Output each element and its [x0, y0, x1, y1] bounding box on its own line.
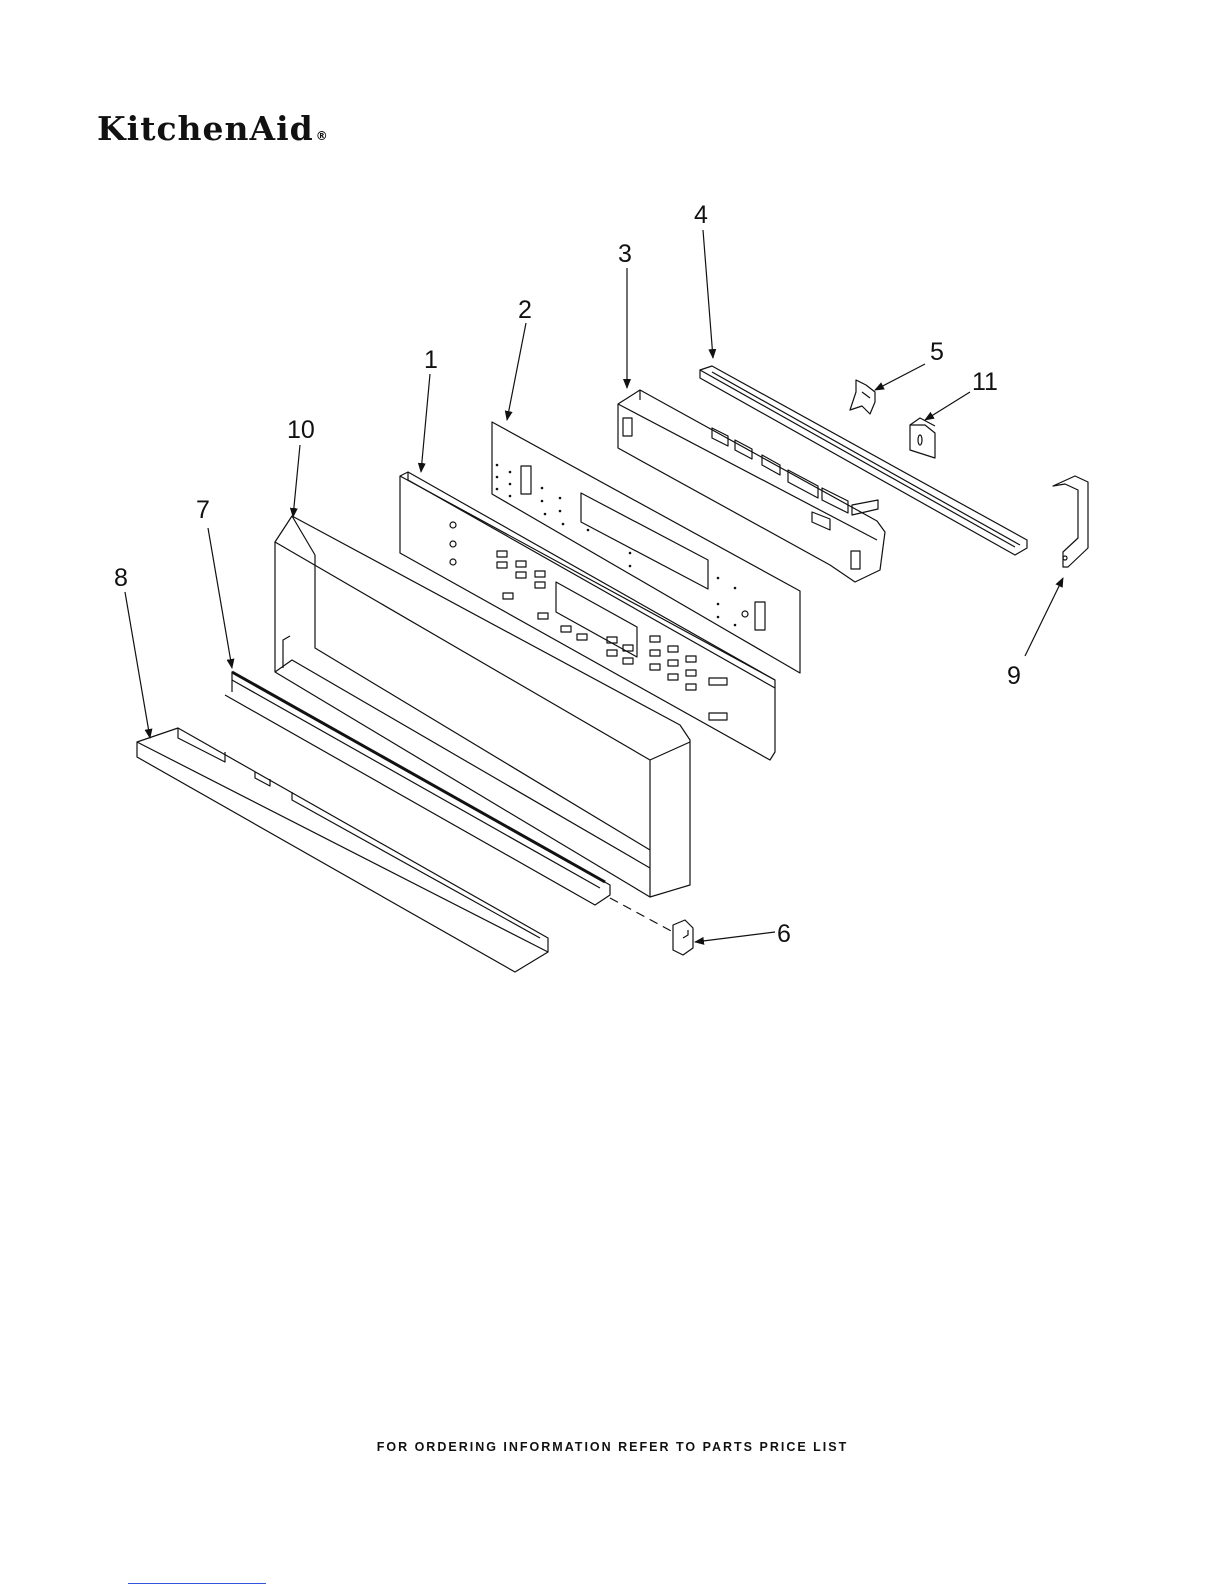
- ordering-info-footer: FOR ORDERING INFORMATION REFER TO PARTS …: [0, 1440, 1225, 1454]
- leader-8: [125, 592, 150, 738]
- callout-6: 6: [777, 920, 791, 948]
- part-11-bracket: [910, 418, 935, 458]
- part-8-trim-strip: [137, 728, 548, 972]
- part-3-control-bracket: [618, 390, 885, 582]
- leader-7: [208, 528, 232, 668]
- leader-1: [421, 374, 430, 472]
- leader-9: [1025, 578, 1063, 656]
- leader-2: [507, 323, 526, 420]
- leader-11: [925, 392, 970, 420]
- callout-5: 5: [930, 338, 944, 366]
- callout-labels: 1 2 3 4 5 6 7 8 9 10 11: [114, 201, 1021, 948]
- assembly-dashed-line: [610, 898, 673, 932]
- part-9-end-bracket: [1053, 476, 1088, 567]
- footer-link-rule[interactable]: [128, 1583, 266, 1584]
- part-5-clip: [850, 380, 875, 414]
- callout-11: 11: [972, 368, 998, 396]
- part-6-clip: [673, 920, 693, 955]
- callout-9: 9: [1007, 662, 1021, 690]
- overlay-dots: [496, 464, 737, 627]
- callout-1: 1: [424, 346, 438, 374]
- leader-5: [875, 364, 925, 390]
- leader-10: [293, 445, 300, 517]
- callout-10: 10: [287, 416, 315, 444]
- callout-7: 7: [196, 496, 210, 524]
- leader-6: [695, 932, 775, 942]
- part-2-overlay: [492, 422, 800, 673]
- leader-4: [703, 230, 713, 358]
- callout-3: 3: [618, 240, 632, 268]
- callout-8: 8: [114, 564, 128, 592]
- callout-4: 4: [694, 201, 708, 229]
- callout-2: 2: [518, 296, 532, 324]
